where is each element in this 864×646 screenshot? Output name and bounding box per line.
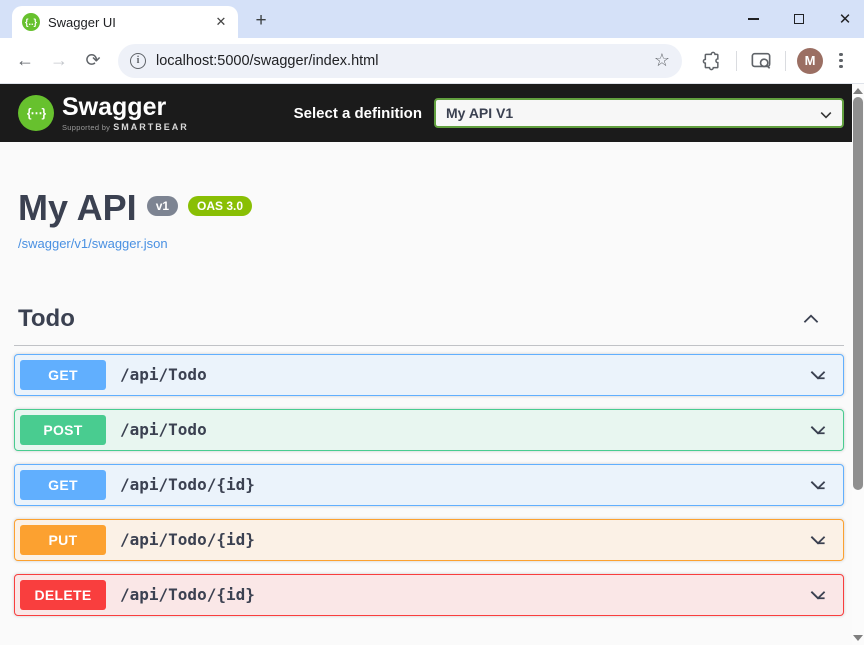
oas-badge: OAS 3.0 — [188, 196, 253, 216]
operation-row[interactable]: GET /api/Todo/{id} — [14, 463, 844, 506]
operation-path: /api/Todo/{id} — [120, 585, 255, 605]
operation-row[interactable]: POST /api/Todo — [14, 408, 844, 451]
operation-path: /api/Todo — [120, 365, 207, 385]
extensions-icon[interactable] — [699, 48, 725, 74]
page-scrollbar[interactable] — [852, 84, 864, 645]
chevron-down-icon[interactable] — [807, 584, 829, 606]
window-minimize-button[interactable] — [744, 10, 762, 28]
operation-path: /api/Todo/{id} — [120, 530, 255, 550]
browser-menu-icon[interactable] — [828, 52, 854, 69]
definition-select[interactable]: My API V1 — [434, 98, 844, 128]
scrollbar-up-arrow-icon[interactable] — [853, 88, 863, 94]
url-text[interactable]: localhost:5000/swagger/index.html — [156, 52, 379, 69]
api-main: My API v1 OAS 3.0 /swagger/v1/swagger.js… — [0, 142, 852, 616]
toolbar-divider — [785, 50, 786, 71]
tab-close-icon[interactable]: ✕ — [215, 14, 227, 29]
window-close-button[interactable]: ✕ — [838, 10, 852, 28]
chevron-down-icon — [820, 112, 832, 119]
scrollbar-thumb[interactable] — [853, 97, 863, 490]
bookmark-star-icon[interactable]: ☆ — [653, 50, 670, 70]
profile-avatar[interactable]: M — [797, 47, 823, 74]
browser-toolbar: ← → ⟳ i localhost:5000/swagger/index.htm… — [0, 38, 864, 84]
chevron-down-icon[interactable] — [807, 419, 829, 441]
operation-row[interactable]: PUT /api/Todo/{id} — [14, 518, 844, 561]
method-badge: GET — [20, 359, 106, 390]
operation-list: GET /api/Todo POST /api/Todo GET /api/To… — [14, 353, 844, 616]
reload-button[interactable]: ⟳ — [85, 50, 101, 70]
forward-button[interactable]: → — [50, 50, 68, 70]
browser-tabstrip: {..} Swagger UI ✕ + ✕ — [0, 0, 864, 38]
search-tabs-panel-icon[interactable] — [748, 48, 774, 74]
api-title: My API — [18, 187, 137, 228]
browser-tab[interactable]: {..} Swagger UI ✕ — [12, 6, 238, 38]
swagger-wordmark: Swagger — [62, 92, 167, 121]
spec-json-link[interactable]: /swagger/v1/swagger.json — [18, 235, 168, 251]
window-maximize-button[interactable] — [790, 10, 808, 28]
back-button[interactable]: ← — [16, 50, 34, 70]
method-badge: GET — [20, 469, 106, 500]
operation-row[interactable]: GET /api/Todo — [14, 353, 844, 396]
operation-row[interactable]: DELETE /api/Todo/{id} — [14, 573, 844, 616]
address-bar[interactable]: i localhost:5000/swagger/index.html ☆ — [118, 43, 682, 78]
chevron-up-icon[interactable] — [800, 308, 822, 330]
selected-definition: My API V1 — [446, 105, 514, 121]
swagger-logo-icon: {⋯} — [18, 95, 54, 131]
tab-title: Swagger UI — [48, 14, 116, 30]
section-header-todo[interactable]: Todo — [14, 305, 844, 346]
method-badge: PUT — [20, 524, 106, 555]
site-info-icon[interactable]: i — [130, 52, 146, 69]
select-definition-label: Select a definition — [293, 104, 422, 122]
method-badge: DELETE — [20, 579, 106, 610]
chevron-down-icon[interactable] — [807, 474, 829, 496]
new-tab-button[interactable]: + — [255, 10, 267, 31]
method-badge: POST — [20, 414, 106, 445]
section-title: Todo — [18, 304, 75, 332]
toolbar-divider — [736, 50, 737, 71]
version-badge: v1 — [146, 196, 179, 216]
operation-path: /api/Todo/{id} — [120, 475, 255, 495]
swagger-favicon-icon: {..} — [22, 13, 40, 31]
scrollbar-down-arrow-icon[interactable] — [853, 635, 863, 641]
operation-path: /api/Todo — [120, 420, 207, 440]
chevron-down-icon[interactable] — [807, 529, 829, 551]
chevron-down-icon[interactable] — [807, 364, 829, 386]
